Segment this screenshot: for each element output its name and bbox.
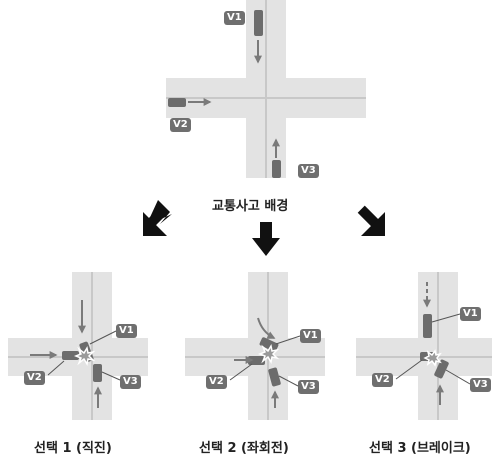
vehicle-badge-v2: V2 [372,373,393,387]
lane-divider [265,0,267,178]
vehicle-badge-v3: V3 [120,375,141,389]
vehicle-badge-v3: V3 [298,164,319,178]
vehicle-badge-v1: V1 [300,329,321,343]
vehicle-v1 [423,314,432,338]
vehicle-v1 [254,10,263,36]
vehicle-badge-v2: V2 [206,375,227,389]
choice-3-label: 선택 3 (브레이크) [369,441,471,456]
vehicle-v2 [420,352,434,361]
vehicle-badge-v3: V3 [470,378,491,392]
vehicle-v3 [93,364,102,382]
vehicle-v2 [248,356,265,365]
vehicle-badge-v1: V1 [224,11,245,25]
vehicle-badge-v1: V1 [460,307,481,321]
choice-2-label: 선택 2 (좌회전) [199,441,289,456]
vehicle-badge-v2: V2 [170,118,191,132]
vehicle-badge-v1: V1 [116,324,137,338]
background-title: 교통사고 배경 [212,199,289,214]
vehicle-badge-v3: V3 [298,380,319,394]
lane-divider [166,97,366,99]
vehicle-v3 [272,160,281,178]
background-scene: V1 V2 V3 교통사고 배경 [0,0,495,214]
vehicle-badge-v2: V2 [24,371,45,385]
vehicle-v2 [168,98,186,107]
choice-1-label: 선택 1 (직진) [34,441,112,456]
vehicle-v2 [62,351,79,360]
lane-divider [437,272,439,420]
